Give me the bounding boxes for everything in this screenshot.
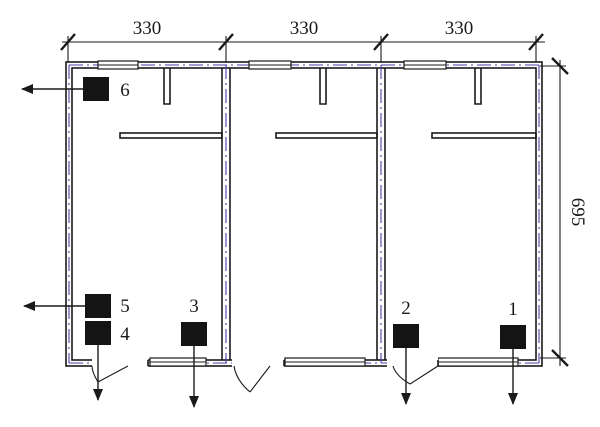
bottom-windows bbox=[149, 357, 519, 367]
dim-tick bbox=[528, 33, 544, 51]
sensor-3-marker bbox=[181, 322, 207, 346]
sensor-4-marker bbox=[85, 321, 111, 345]
signal-arrows bbox=[21, 84, 518, 408]
axis-lines bbox=[68, 64, 540, 364]
depth-label: 695 bbox=[567, 198, 588, 227]
sensor-3-label: 3 bbox=[189, 296, 199, 317]
dim-tick bbox=[551, 349, 569, 367]
room-dividers bbox=[119, 132, 537, 139]
outer-walls bbox=[65, 61, 543, 367]
sensor-1-label: 1 bbox=[508, 299, 518, 320]
bay-3-width-label: 330 bbox=[445, 18, 474, 39]
bay-2-width-label: 330 bbox=[290, 18, 319, 39]
dim-tick bbox=[551, 57, 569, 75]
dim-tick bbox=[218, 33, 234, 51]
top-windows bbox=[97, 60, 447, 70]
sensor-6-marker bbox=[83, 77, 109, 101]
sensors bbox=[83, 77, 526, 349]
sensor-2-marker bbox=[393, 324, 419, 348]
dim-tick bbox=[373, 33, 389, 51]
sensor-1-marker bbox=[500, 325, 526, 349]
sensor-4-label: 4 bbox=[120, 324, 130, 345]
top-dimension-line bbox=[60, 33, 545, 62]
bay-1-width-label: 330 bbox=[133, 18, 162, 39]
partition-walls bbox=[221, 68, 386, 360]
doors bbox=[91, 357, 439, 393]
right-dimension-line bbox=[540, 57, 569, 367]
sensor-6-label: 6 bbox=[120, 80, 130, 101]
sensor-5-marker bbox=[85, 294, 111, 318]
dim-tick bbox=[60, 33, 76, 51]
stub-walls bbox=[163, 68, 482, 105]
sensor-5-label: 5 bbox=[120, 296, 130, 317]
sensor-2-label: 2 bbox=[401, 298, 411, 319]
